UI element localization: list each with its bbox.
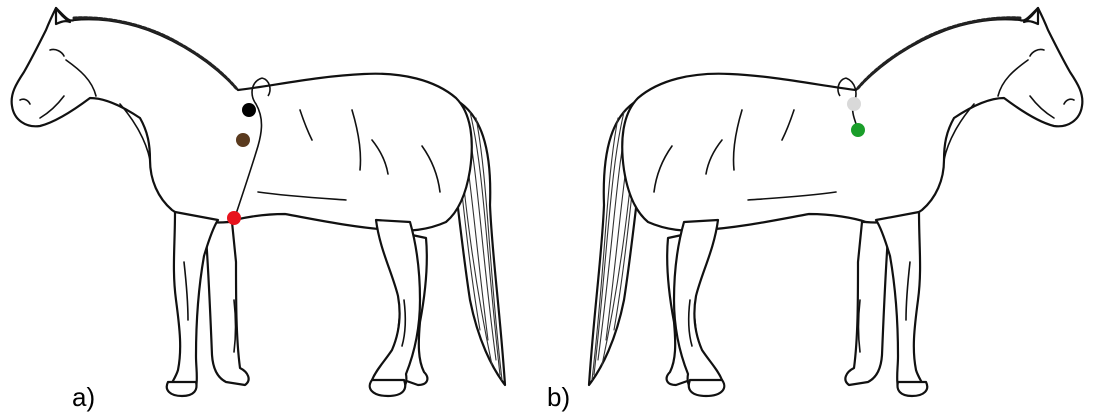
panel-a: a) bbox=[12, 8, 505, 412]
electrode-black bbox=[242, 103, 256, 117]
horse-left-side bbox=[12, 8, 505, 396]
horse-right-side bbox=[589, 8, 1082, 396]
panel-b: b) bbox=[547, 8, 1082, 412]
electrode-green bbox=[851, 123, 865, 137]
electrode-white bbox=[847, 97, 861, 111]
electrode-brown bbox=[236, 133, 250, 147]
electrode-red bbox=[227, 211, 241, 225]
panel-label-b: b) bbox=[547, 382, 570, 412]
panel-label-a: a) bbox=[72, 382, 95, 412]
